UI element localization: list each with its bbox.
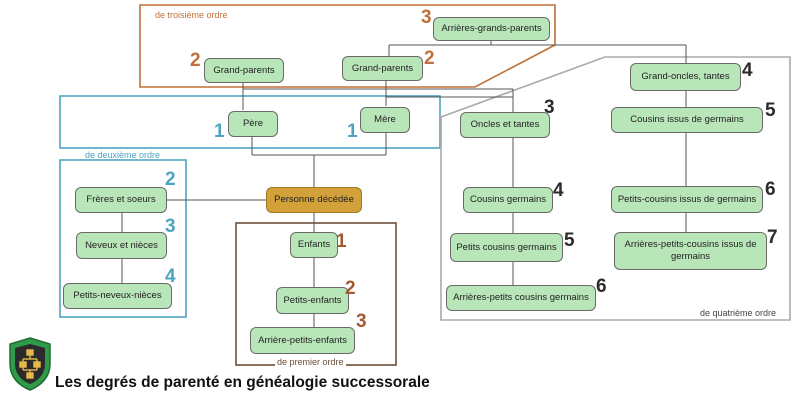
node-neveux-nieces: Neveux et nièces	[76, 232, 167, 259]
degree-arriere-petits-enfants: 3	[356, 311, 367, 332]
region-label-premier: de premier ordre	[275, 357, 346, 367]
region-label-troisieme: de troisième ordre	[155, 10, 228, 20]
node-petits-cousins-issus-germains: Petits-cousins issus de germains	[611, 186, 763, 213]
genealogy-shield-logo	[9, 337, 51, 391]
degree-arriere-petits-cousins-germains: 6	[596, 276, 607, 297]
region-label-quatrieme: de quatrième ordre	[700, 308, 777, 318]
node-pere: Père	[228, 111, 278, 137]
degree-mere: 1	[347, 121, 358, 142]
degree-freres-soeurs: 2	[165, 169, 176, 190]
degree-petits-cousins-germains: 5	[564, 230, 575, 251]
region-label-deuxieme: de deuxième ordre	[85, 150, 161, 160]
region-frame-quatrieme	[440, 56, 791, 321]
node-cousins-germains: Cousins germains	[463, 187, 553, 213]
degree-pere: 1	[214, 121, 225, 142]
degree-cousins-issus-germains: 5	[765, 100, 776, 121]
degree-grand-parents-mere: 2	[424, 48, 435, 69]
region-frame-deuxieme	[59, 95, 441, 149]
degree-oncles-tantes: 3	[544, 97, 555, 118]
node-arriere-petits-cousins-issus-germains: Arrières-petits-cousins issus de germain…	[614, 232, 767, 270]
degree-arriere-grands-parents: 3	[421, 7, 432, 28]
region-frame-deuxieme-collateral	[59, 159, 187, 318]
node-arriere-grands-parents: Arrières-grands-parents	[433, 17, 550, 41]
node-petits-neveux-nieces: Petits-neveux-nièces	[63, 283, 172, 309]
degree-neveux-nieces: 3	[165, 216, 176, 237]
degree-petits-enfants: 2	[345, 278, 356, 299]
node-cousins-issus-germains: Cousins issus de germains	[611, 107, 763, 133]
node-arriere-petits-enfants: Arrière-petits-enfants	[250, 327, 355, 354]
node-arriere-petits-cousins-germains: Arrières-petits cousins germains	[446, 285, 596, 311]
degree-enfants: 1	[336, 231, 347, 252]
page-title: Les degrés de parenté en généalogie succ…	[55, 374, 430, 391]
degree-grand-oncles-tantes: 4	[742, 60, 753, 81]
node-freres-soeurs: Frères et soeurs	[75, 187, 167, 213]
node-enfants: Enfants	[290, 232, 338, 258]
node-petits-cousins-germains: Petits cousins germains	[450, 233, 563, 262]
node-oncles-tantes: Oncles et tantes	[460, 112, 550, 138]
node-grand-parents-pere: Grand-parents	[204, 58, 284, 83]
degree-grand-parents-pere: 2	[190, 50, 201, 71]
node-personne-decedee: Personne décédée	[266, 187, 362, 213]
node-grand-parents-mere: Grand-parents	[342, 56, 423, 81]
node-mere: Mère	[360, 107, 410, 133]
node-petits-enfants: Petits-enfants	[276, 287, 349, 314]
degree-cousins-germains: 4	[553, 180, 564, 201]
region-frame-troisieme	[139, 4, 556, 88]
degree-petits-cousins-issus-germains: 6	[765, 179, 776, 200]
node-grand-oncles-tantes: Grand-oncles, tantes	[630, 63, 741, 91]
degree-petits-neveux-nieces: 4	[165, 266, 176, 287]
degree-arriere-petits-cousins-issus-germains: 7	[767, 227, 778, 248]
connector-lines	[121, 41, 687, 327]
